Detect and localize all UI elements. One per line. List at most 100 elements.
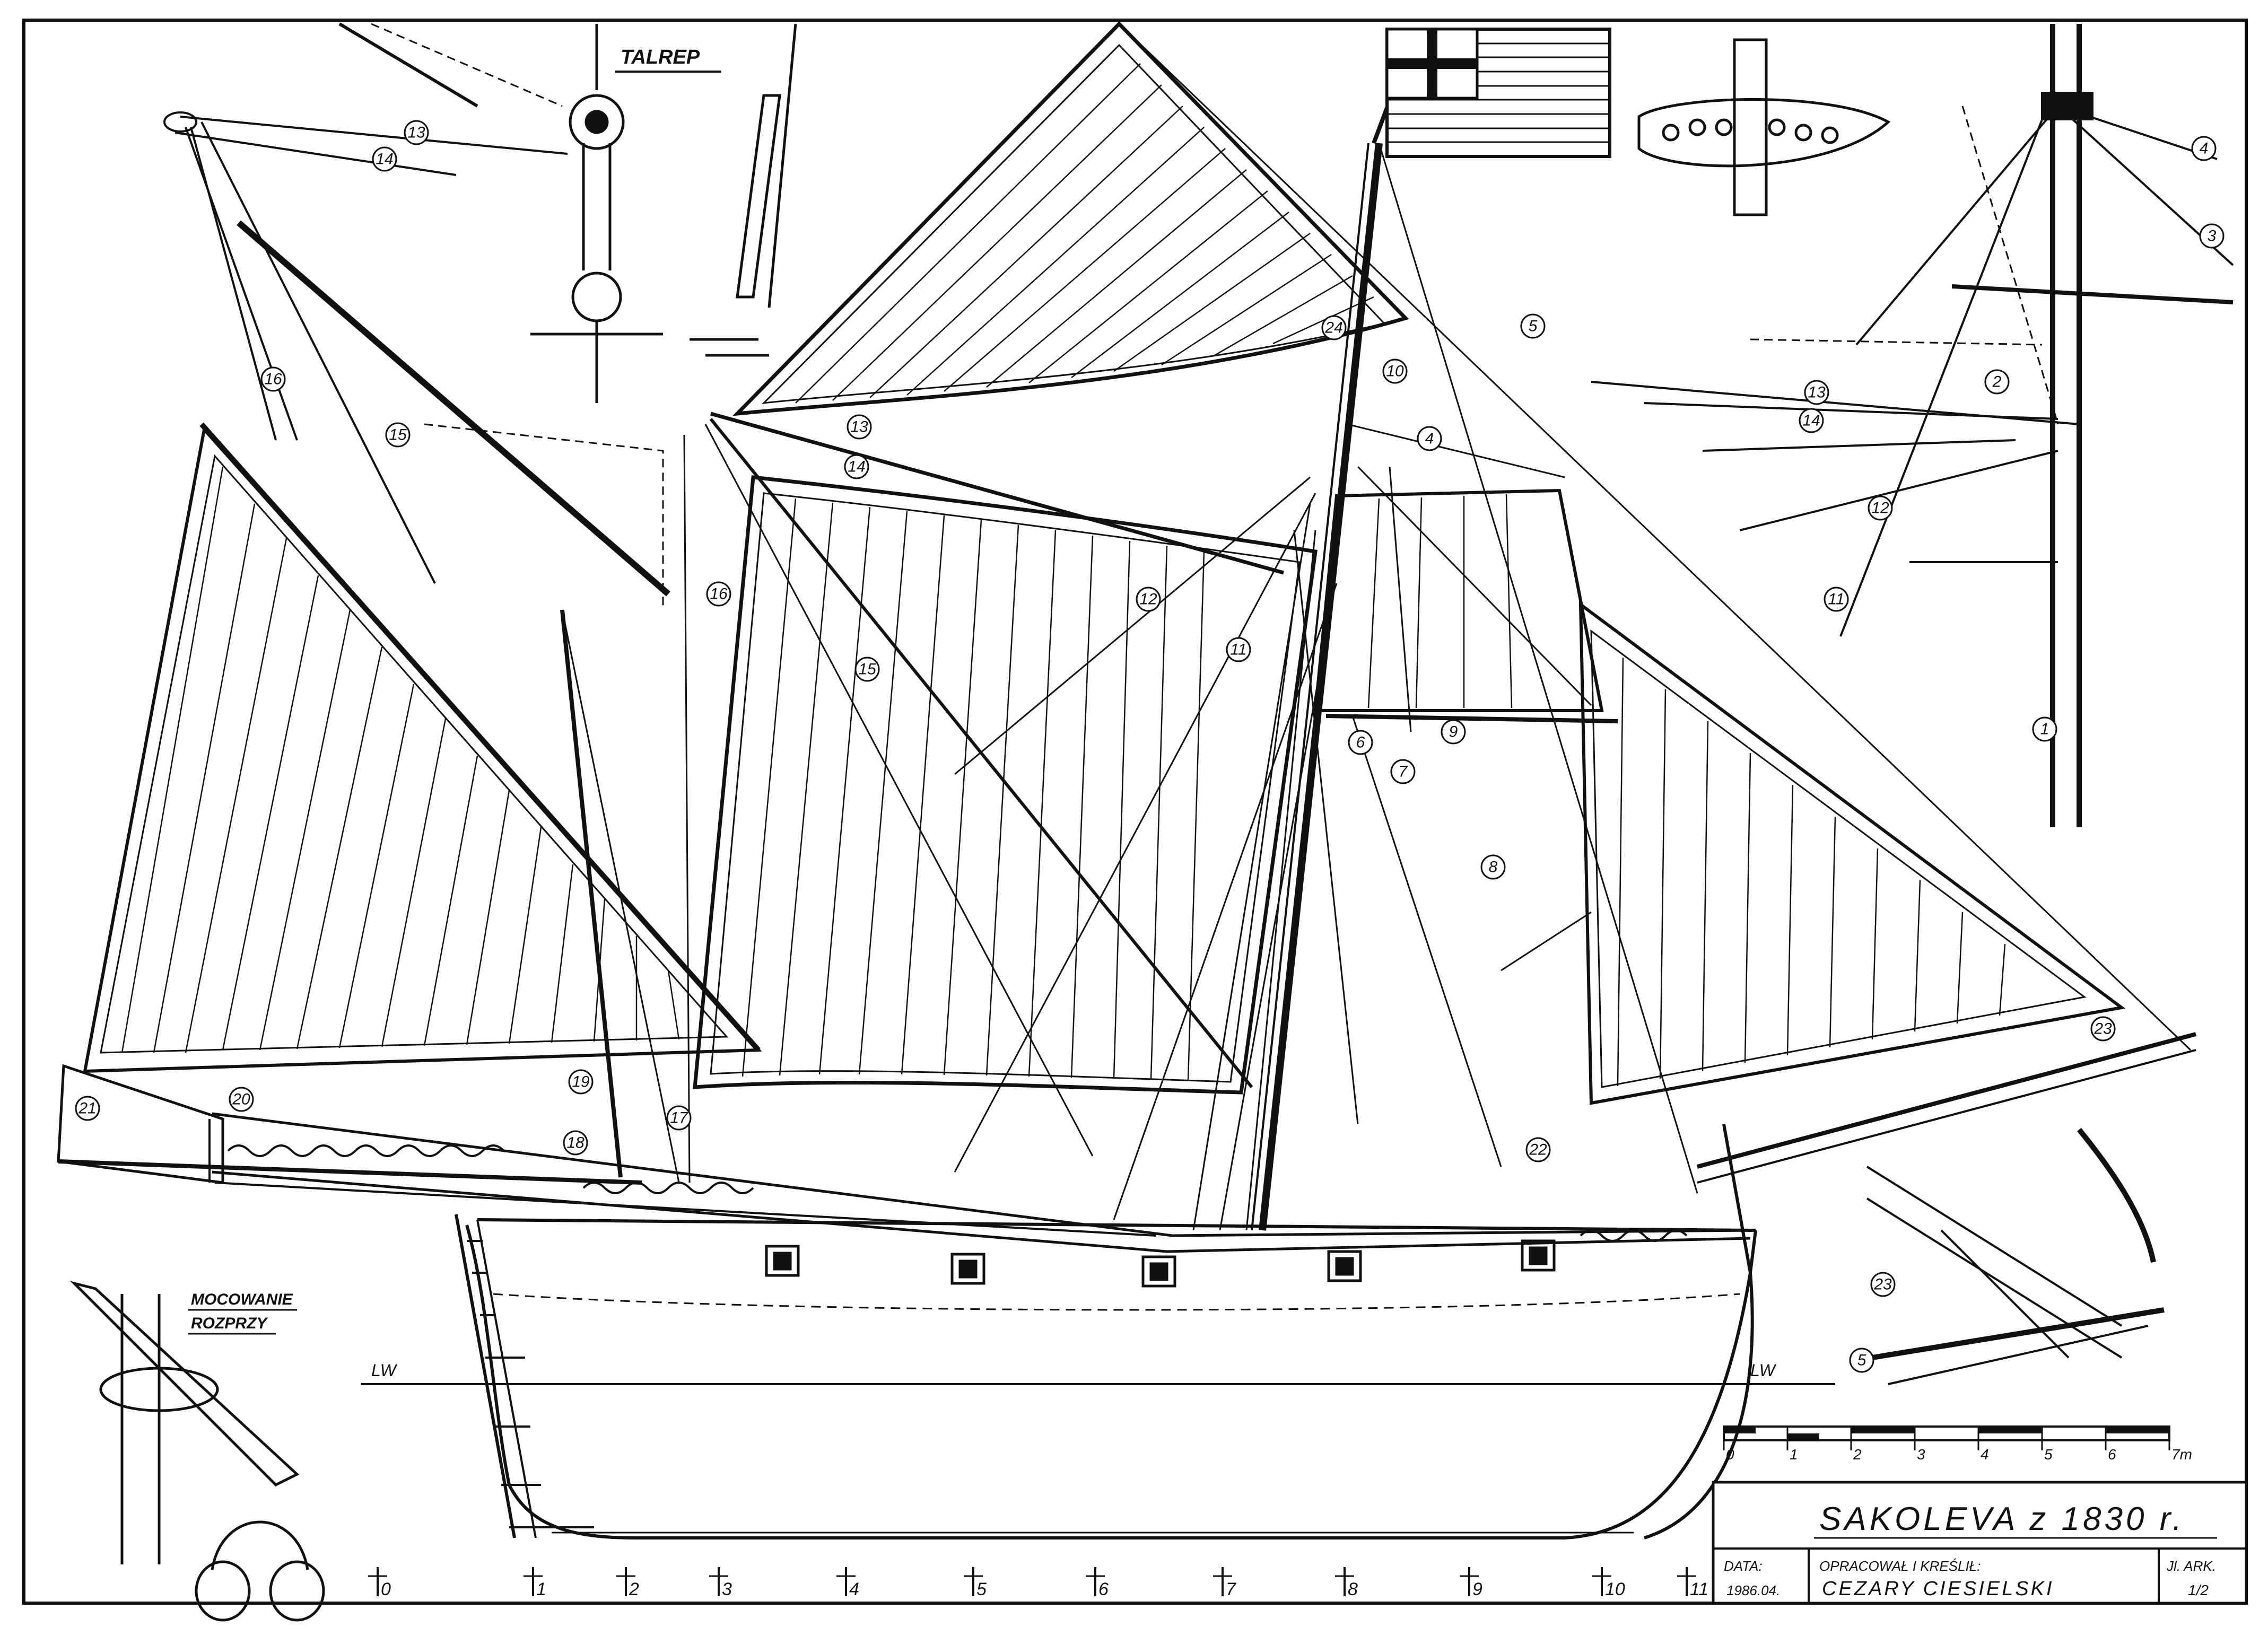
aft-boom-stern: [57, 1064, 224, 1184]
main-topsail: [732, 21, 1409, 416]
scale-tick-label: 3: [1917, 1446, 1925, 1463]
rigging-callout-circle: [1804, 380, 1829, 405]
waterline-label-left: LW: [371, 1361, 398, 1380]
waterline-label-right: LW: [1750, 1361, 1777, 1380]
frame-station-label: 6: [1098, 1579, 1109, 1599]
scale-tick-label: 4: [1981, 1446, 1989, 1463]
rigging-callout-number: 9: [1449, 723, 1458, 741]
talrep-label: TALREP: [621, 46, 700, 68]
chain-wrap-detail: [1637, 38, 1891, 216]
frame-station-label: 3: [722, 1579, 732, 1599]
rigging-callout-circle: [1417, 426, 1442, 451]
frame-station-label: 5: [976, 1579, 987, 1599]
scale-tick-label: 7m: [2171, 1446, 2192, 1463]
rigging-callout-circle: [2199, 223, 2225, 249]
drawing-border: [22, 19, 2248, 1605]
mocowanie-label-1: MOCOWANIE: [191, 1291, 293, 1308]
title-block: SAKOLEVA z 1830 r. DATA: 1986.04. OPRACO…: [1712, 1481, 2248, 1605]
rigging-callout-number: 19: [572, 1073, 590, 1091]
rigging-callout-number: 3: [2208, 228, 2217, 245]
rigging-callout-circle: [2090, 1016, 2116, 1042]
rigging-callouts: 1314161512112410456789171819202122231314…: [75, 120, 2225, 1373]
rigging-callout-circle: [854, 657, 880, 682]
scale-tick-label: 1: [1790, 1446, 1798, 1463]
rigging-callout-number: 14: [1802, 412, 1820, 430]
mainmast: [1259, 143, 1383, 1231]
rigging-callout-number: 4: [2200, 140, 2209, 158]
rigging-callout-number: 13: [1808, 384, 1826, 401]
rigging-callout-circle: [706, 581, 731, 607]
rigging-callout-circle: [1441, 719, 1466, 745]
scale-tick-label: 6: [2108, 1446, 2116, 1463]
scrollwork-ornament: [227, 1144, 1688, 1242]
mizzen-mast: [560, 609, 623, 1178]
rigging-callout-number: 12: [1139, 591, 1157, 608]
aft-boom: [58, 1159, 642, 1185]
rigging-callout-circle: [229, 1087, 254, 1112]
rigging-callout-number: 17: [670, 1109, 688, 1127]
fore-topsail-seams: [1367, 494, 1513, 708]
rigging-lines: [561, 23, 2192, 1231]
rigging-callout-circle: [1520, 313, 1546, 339]
scale-tick-label: 0: [1726, 1446, 1734, 1463]
rigging-callout-circle: [260, 366, 286, 392]
aft-spar: [199, 422, 761, 1052]
gunports: [765, 1239, 1556, 1288]
rigging-callout-number: 20: [232, 1091, 250, 1108]
rigging-callout-circle: [385, 422, 411, 448]
rigging-callout-number: 15: [858, 661, 876, 678]
rigging-callout-number: 1: [2040, 721, 2049, 738]
date-label: DATA:: [1724, 1558, 1763, 1574]
frame-station-label: 10: [1605, 1579, 1625, 1599]
rigging-callout-circle: [404, 120, 429, 145]
frame-station-label: 0: [381, 1579, 391, 1599]
rigging-callout-number: 6: [1356, 734, 1365, 751]
sheet-label: Jl. ARK.: [2166, 1558, 2216, 1574]
rigging-callout-circle: [847, 414, 872, 440]
talrep-detail: TALREP: [530, 24, 721, 403]
mocowanie-label-2: ROZPRZY: [191, 1315, 268, 1332]
rigging-callout-number: 23: [2093, 1020, 2112, 1038]
rigging-callout-number: 8: [1489, 859, 1498, 876]
rigging-callout-circle: [1226, 637, 1251, 662]
rigging-callout-number: 10: [1386, 363, 1404, 380]
rigging-callout-number: 2: [1992, 373, 2002, 391]
rigging-callout-number: 14: [376, 151, 393, 168]
bowsprit: [1696, 1032, 2197, 1169]
rigging-callout-circle: [844, 454, 869, 479]
sprit-spar: [710, 412, 1284, 575]
rigging-callout-number: 4: [1425, 430, 1434, 448]
rigging-callout-number: 22: [1529, 1141, 1547, 1159]
rigging-callout-circle: [666, 1105, 692, 1131]
rigging-callout-number: 23: [1873, 1276, 1892, 1293]
rigging-callout-number: 16: [264, 371, 282, 388]
jib-sail-seams: [1617, 657, 2006, 1087]
rigging-callout-circle: [1136, 587, 1161, 612]
title-text: SAKOLEVA z 1830 r.: [1819, 1501, 2185, 1537]
aft-sail-seams: [121, 466, 680, 1053]
waterline: LW LW: [361, 1361, 1835, 1385]
rigging-callout-number: 24: [1324, 319, 1342, 337]
rigging-callout-number: 14: [848, 458, 865, 476]
rigging-callout-circle: [1849, 1348, 1874, 1373]
rigging-callout-circle: [1799, 408, 1824, 433]
rigging-callout-number: 15: [389, 426, 407, 444]
rigging-callout-circle: [2191, 136, 2217, 161]
scale-tick-label: 2: [1853, 1446, 1862, 1463]
rigging-callout-circle: [1984, 369, 2010, 395]
rigging-callout-circle: [1321, 315, 1347, 340]
rigging-callout-number: 7: [1399, 763, 1408, 781]
rigging-callout-circle: [1870, 1272, 1896, 1297]
rigging-callout-circle: [1480, 854, 1506, 880]
rigging-callout-circle: [1382, 358, 1408, 384]
rigging-callout-circle: [2032, 716, 2057, 742]
rigging-callout-circle: [1525, 1137, 1551, 1162]
rigging-callout-number: 12: [1871, 500, 1889, 517]
frame-station-label: 1: [536, 1579, 546, 1599]
rigging-callout-number: 13: [407, 124, 425, 142]
rigging-callout-circle: [75, 1096, 100, 1121]
masts: [199, 100, 1392, 1231]
rigging-callout-number: 13: [850, 418, 868, 436]
rigging-callout-number: 16: [710, 585, 728, 603]
